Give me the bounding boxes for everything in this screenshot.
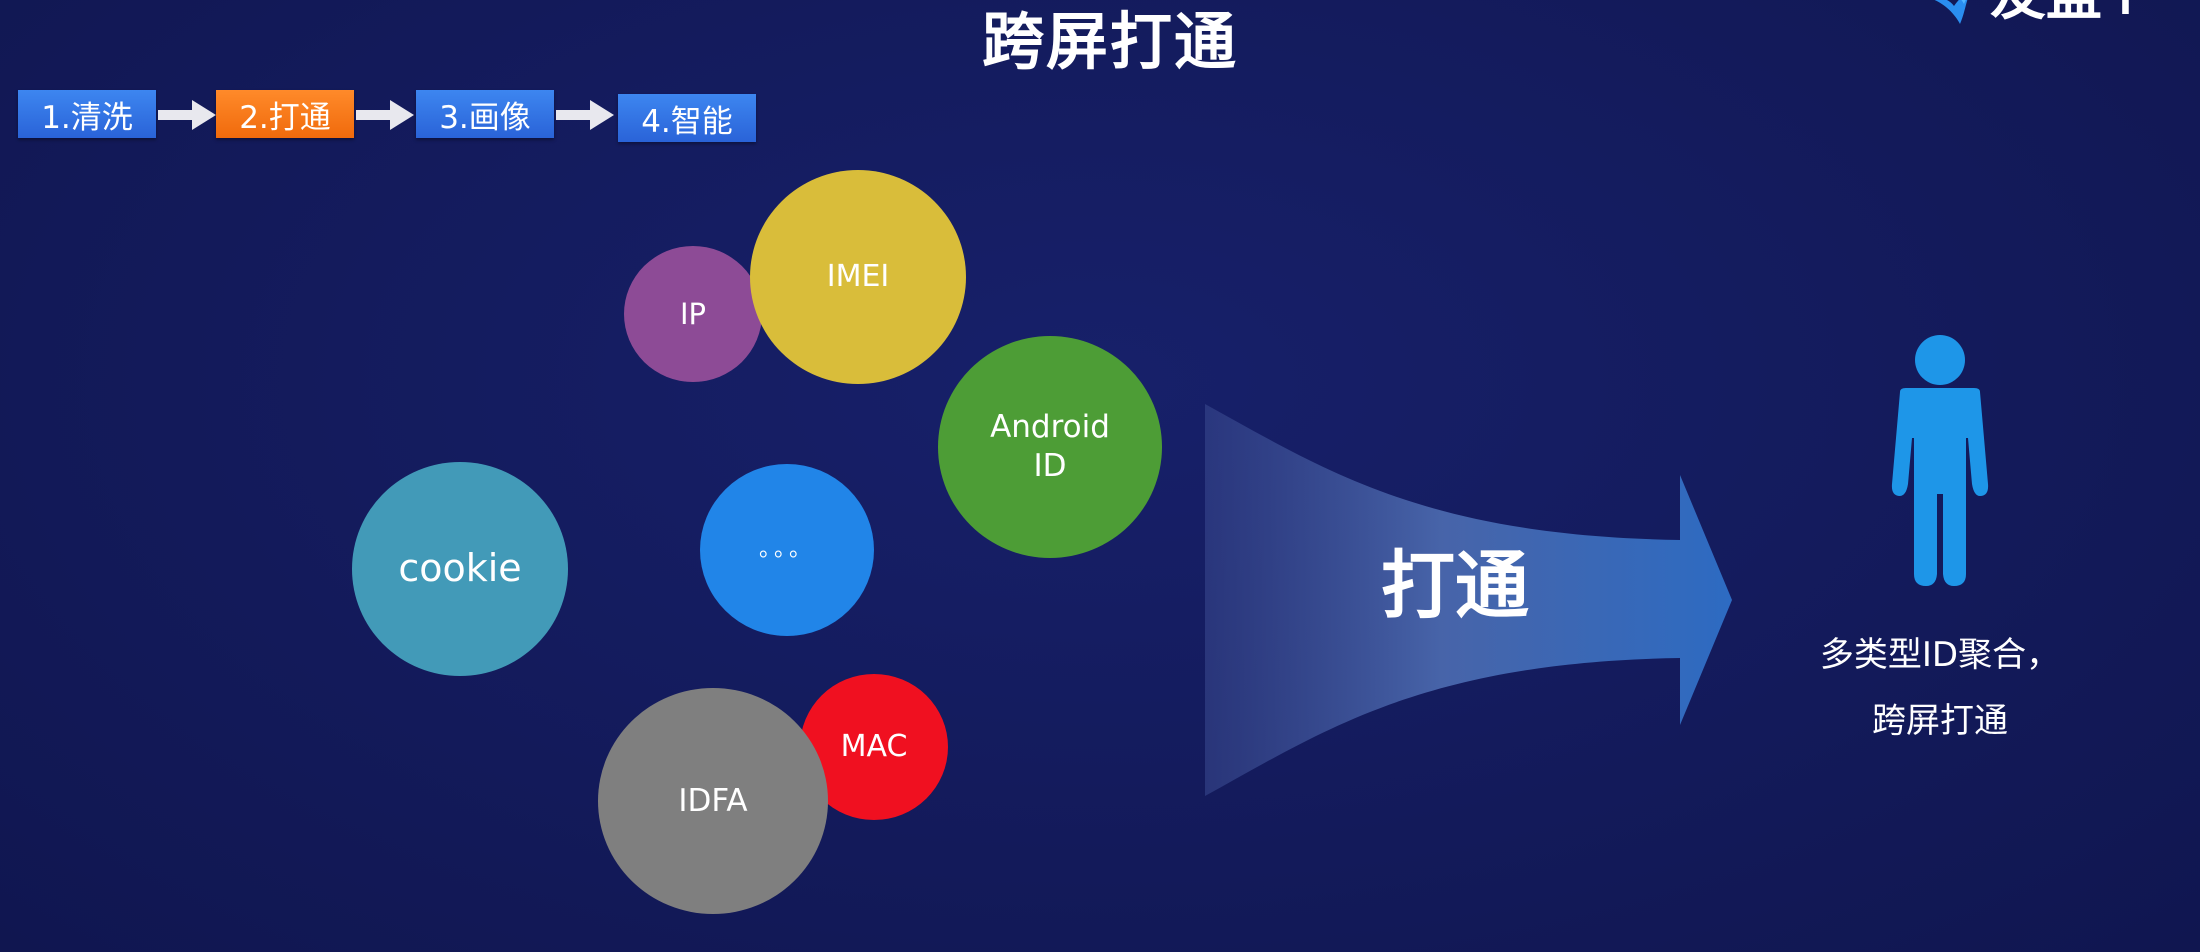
step-connect: 2.打通 — [216, 90, 354, 138]
bubble-mac-label: MAC — [840, 729, 908, 765]
caption-line-1: 多类型ID聚合， — [1819, 635, 2061, 675]
result-caption: 多类型ID聚合， 跨屏打通 — [1780, 622, 2100, 754]
caption-line-2: 跨屏打通 — [1872, 701, 2008, 741]
funnel-arrow — [1205, 404, 1732, 796]
step-arrow-1 — [158, 100, 216, 130]
logo: 友盟+ — [1920, 0, 2180, 32]
step-intelligence: 4.智能 — [618, 94, 756, 142]
bubble-more-label: 。。。 — [758, 537, 815, 563]
bubble-idfa: IDFA — [598, 688, 828, 914]
bubble-cookie: cookie — [352, 462, 568, 676]
logo-text: 友盟+ — [1990, 0, 2149, 32]
bubble-cookie-label: cookie — [398, 546, 522, 591]
bubble-imei: IMEI — [750, 170, 966, 384]
slide-title: 跨屏打通 — [981, 5, 1238, 78]
bubble-idfa-label: IDFA — [678, 782, 748, 819]
bubble-more: 。。。 — [700, 464, 874, 636]
bubble-imei-label: IMEI — [826, 259, 890, 295]
person-icon — [1891, 335, 1989, 586]
bird-logo-icon — [1934, 0, 1968, 24]
step-arrow-3 — [556, 100, 614, 130]
step-profile: 3.画像 — [416, 90, 554, 138]
bubble-ip: IP — [624, 246, 762, 382]
bubble-android-id-label: Android ID — [990, 409, 1110, 484]
funnel-label: 打通 — [1381, 543, 1529, 629]
step-arrow-2 — [356, 100, 414, 130]
bubble-ip-label: IP — [679, 296, 707, 331]
bubble-android-id: Android ID — [938, 336, 1162, 558]
step-clean: 1.清洗 — [18, 90, 156, 138]
